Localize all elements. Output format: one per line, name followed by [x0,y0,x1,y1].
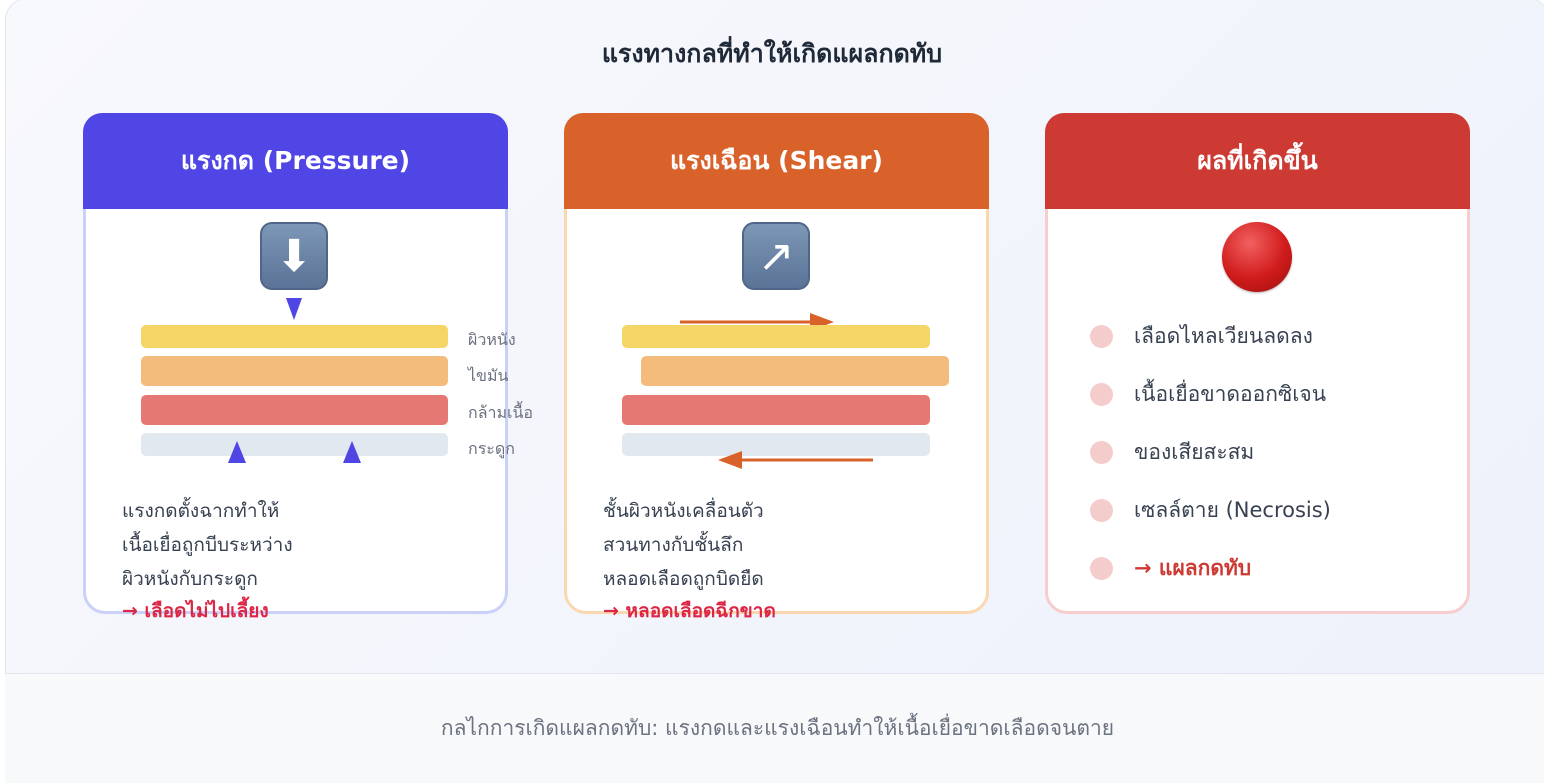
description-line: ชั้นผิวหนังเคลื่อนตัว [603,500,764,522]
red-circle-icon [1222,222,1292,292]
shear-description: ชั้นผิวหนังเคลื่อนตัว สวนทางกับชั้นลึก ห… [603,494,776,626]
effect-item: ของเสียสะสม [1090,436,1254,469]
description-line: ผิวหนังกับกระดูก [122,568,258,590]
effect-text: เนื้อเยื่อขาดออกซิเจน [1134,382,1327,406]
effect-item: เซลล์ตาย (Necrosis) [1090,494,1331,527]
fat-layer [641,356,949,386]
bone-layer [622,433,930,456]
effect-text: ของเสียสะสม [1134,440,1255,464]
bullet-icon [1090,557,1113,580]
layer-label: กล้ามเนื้อ [468,403,534,422]
muscle-layer [141,395,448,425]
pressure-description: แรงกดตั้งฉากทำให้ เนื้อเยื่อถูกบีบระหว่า… [122,494,293,626]
bullet-icon [1090,441,1113,464]
effects-card-header: ผลที่เกิดขึ้น [1045,113,1470,209]
description-line: แรงกดตั้งฉากทำให้ [122,500,280,522]
footer-caption: กลไกการเกิดแผลกดทับ: แรงกดและแรงเฉือนทำใ… [5,673,1544,783]
effect-item: เลือดไหลเวียนลดลง [1090,320,1313,353]
muscle-layer [622,395,930,425]
bullet-icon [1090,383,1113,406]
fat-layer [141,356,448,386]
bone-pressure-arrow-icon [343,441,361,463]
shear-card-header: แรงเฉือน (Shear) [564,113,989,209]
pressure-arrow-icon [286,298,302,320]
bullet-icon [1090,325,1113,348]
deep-shift-arrow-icon [718,451,873,469]
bullet-icon [1090,499,1113,522]
bone-pressure-arrow-icon [228,441,246,463]
effect-text: → แผลกดทับ [1134,556,1252,580]
diagram-title: แรงทางกลที่ทำให้เกิดแผลกดทับ [601,39,943,68]
shear-result: → หลอดเลือดฉีกขาด [603,600,776,622]
pressure-card-header: แรงกด (Pressure) [83,113,508,209]
bone-layer [141,433,448,456]
description-line: เนื้อเยื่อถูกบีบระหว่าง [122,534,293,556]
effect-item: → แผลกดทับ [1090,552,1251,585]
effect-text: เซลล์ตาย (Necrosis) [1134,498,1331,522]
layer-label: ไขมัน [468,366,509,385]
effects-card: ผลที่เกิดขึ้น [1045,113,1470,614]
layer-label: ผิวหนัง [468,330,516,349]
skin-layer [622,325,930,348]
skin-layer [141,325,448,348]
pressure-result: → เลือดไม่ไปเลี้ยง [122,600,269,622]
down-arrow-icon: ⬇ [260,222,328,290]
description-line: หลอดเลือดถูกบิดยืด [603,568,764,590]
up-right-arrow-icon: ↗ [742,222,810,290]
effect-item: เนื้อเยื่อขาดออกซิเจน [1090,378,1326,411]
effect-text: เลือดไหลเวียนลดลง [1134,324,1313,348]
description-line: สวนทางกับชั้นลึก [603,534,744,556]
layer-label: กระดูก [468,439,515,458]
